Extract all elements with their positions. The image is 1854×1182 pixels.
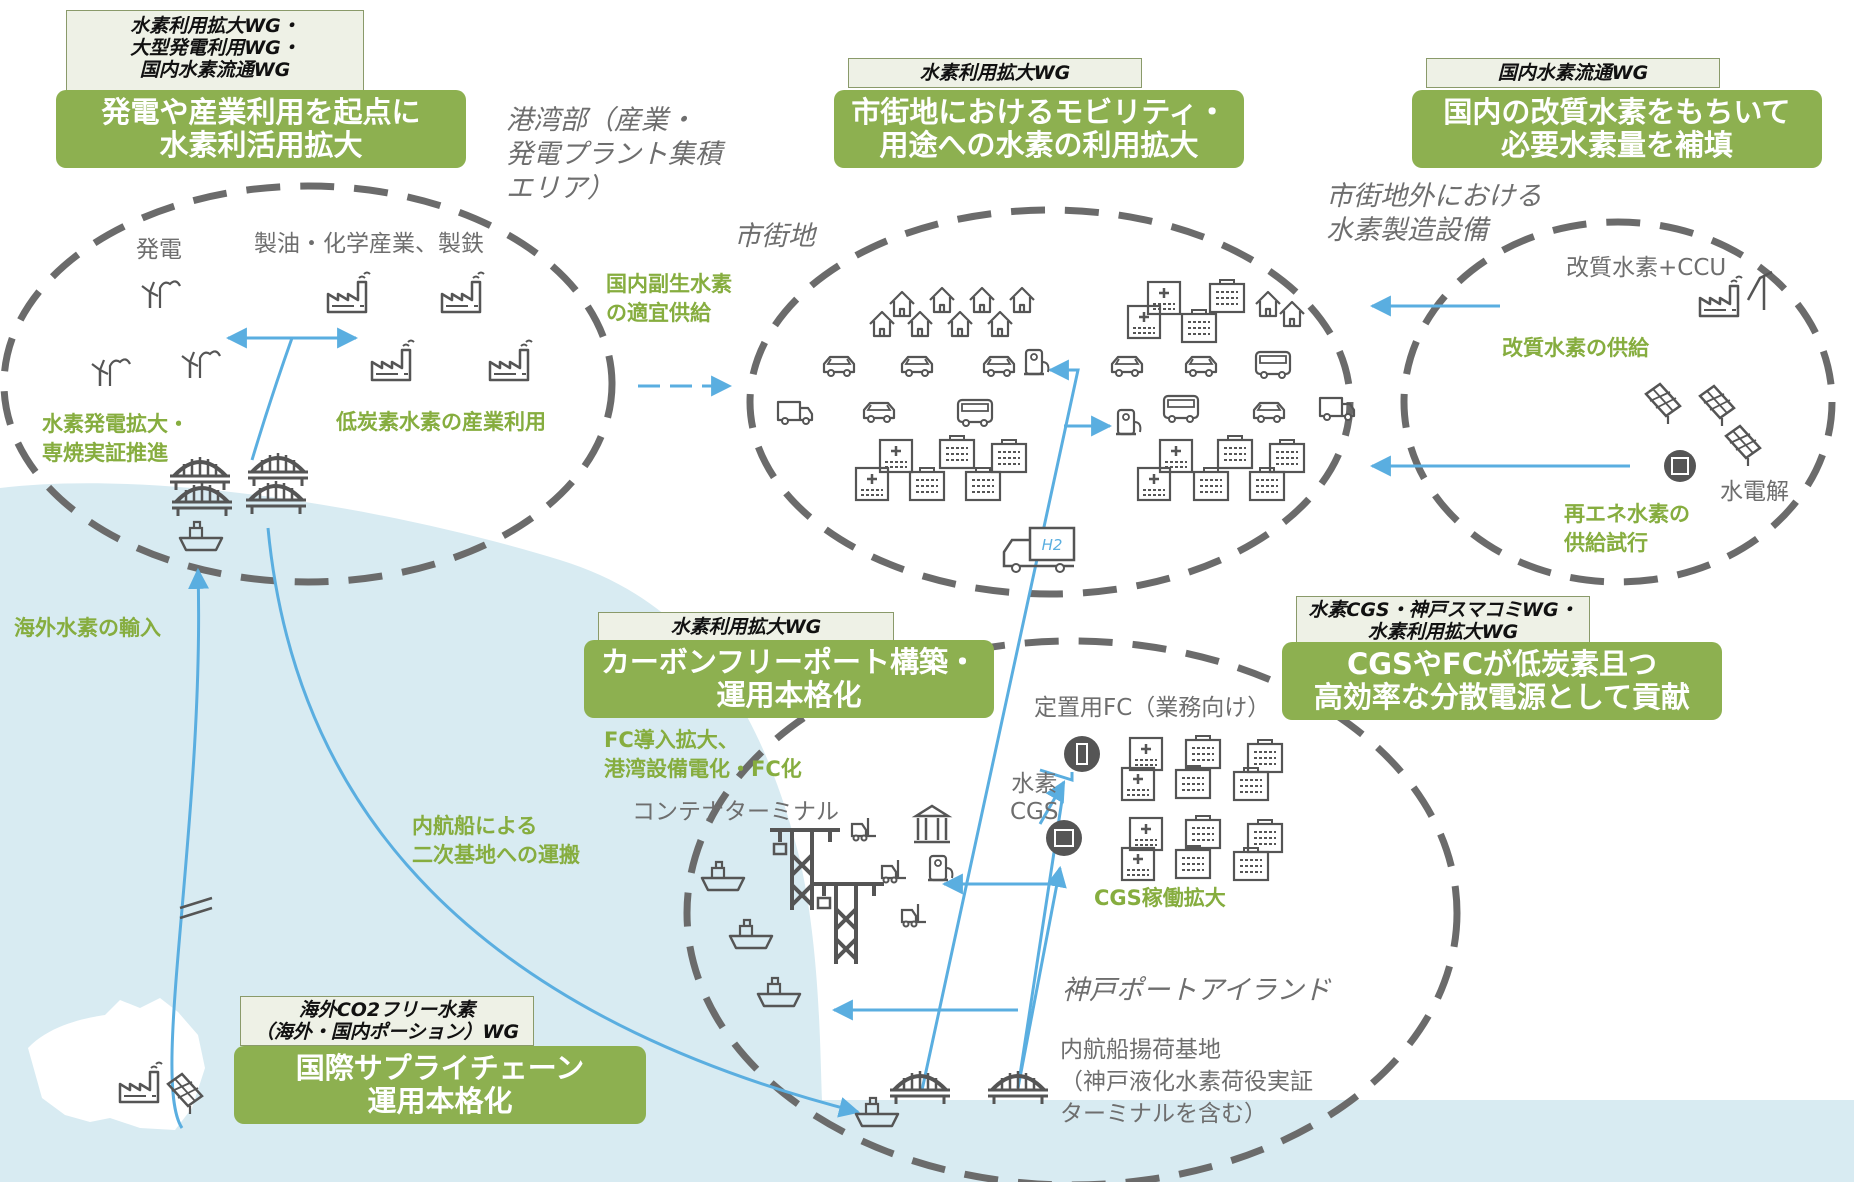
area-label-city: 市街地 (734, 221, 815, 252)
hydrogen-truck (1002, 526, 1076, 573)
outside-production-region (1400, 218, 1836, 586)
label-coastal-ship: 内航船による 二次基地への運搬 (412, 812, 580, 870)
label-fc-expansion: FC導入拡大、 港湾設備電化・FC化 (604, 726, 802, 784)
banner-line: 運用本格化 (716, 678, 862, 712)
island-icons (700, 734, 1284, 1128)
label-line: 水素発電拡大・ (42, 412, 189, 436)
label-byproduct-supply: 国内副生水素 の適宜供給 (606, 270, 732, 328)
flow-bridge-up (250, 337, 294, 461)
wg-tag-line: 大型発電利用WG・ (130, 37, 300, 59)
label-reformed-supply: 改質水素の供給 (1502, 336, 1649, 360)
production-icons (1644, 270, 1773, 482)
truck-h2-label: H2 (1042, 536, 1063, 554)
label-line: 水素 (1011, 771, 1058, 797)
label-h2-power: 水素発電拡大・ 専焼実証推進 (42, 410, 189, 468)
area-label-line: 港湾部（産業・ (506, 105, 695, 136)
label-line: CGS (1010, 799, 1059, 825)
banner-line: 運用本格化 (367, 1084, 513, 1118)
label-line: ターミナルを含む） (1060, 1101, 1267, 1127)
australia-shape (28, 998, 205, 1130)
banner-line: 必要水素量を補填 (1500, 128, 1733, 162)
arrow-fc (1038, 780, 1066, 825)
label-line: 専焼実証推進 (42, 441, 168, 465)
banner-supply-chain: 国際サプライチェーン 運用本格化 (234, 1046, 646, 1124)
banner-line: 水素利活用拡大 (159, 128, 363, 162)
label-line: FC導入拡大、 (604, 728, 739, 752)
arrow-to-city-station (920, 359, 1080, 1091)
label-unloading-base: 内航船揚荷基地 （神戸液化水素荷役実証 ターミナルを含む） (1060, 1034, 1313, 1130)
wg-tag-line: 海外CO2フリー水素 (298, 999, 476, 1021)
arrow-cgs-up (1016, 865, 1067, 1089)
wg-tag-line: 水素利用拡大WG・ (130, 15, 300, 37)
area-label-line: エリア） (506, 173, 614, 204)
label-power: 発電 (136, 237, 182, 263)
arrow-import (170, 567, 210, 1129)
wg-tag-mid-right: 水素CGS・神戸スマコミWG・ 水素利用拡大WG (1296, 596, 1590, 646)
label-stationary-fc: 定置用FC（業務向け） (1034, 695, 1271, 721)
label-line: 内航船による (412, 814, 538, 838)
wg-tag-line: 水素CGS・神戸スマコミWG・ (1308, 599, 1578, 621)
area-label-island: 神戸ポートアイランド (1062, 975, 1331, 1006)
wg-tag-line: 国内水素流通WG (139, 59, 291, 81)
label-container-terminal: コンテナターミナル (632, 799, 839, 825)
label-low-carbon-industry: 低炭素水素の産業利用 (336, 410, 546, 434)
arrow-to-fc (1039, 768, 1074, 783)
route-break (179, 896, 213, 920)
city-area-region (746, 206, 1354, 598)
banner-line: 市街地におけるモビリティ・ (851, 95, 1227, 129)
wg-tag-line: （海外・国内ポーション）WG (254, 1021, 520, 1043)
wg-tag-top-right: 国内水素流通WG (1426, 58, 1720, 88)
banner-line: 高効率な分散電源として貢献 (1313, 680, 1691, 714)
label-h2-cgs: 水素 CGS (1010, 770, 1058, 826)
banner-city-mobility: 市街地におけるモビリティ・ 用途への水素の利用拡大 (834, 90, 1244, 168)
wg-tag-line: 水素利用拡大WG (1367, 621, 1519, 643)
label-line: 供給試行 (1564, 531, 1648, 555)
area-label-outside: 市街地外における 水素製造設備 (1326, 180, 1542, 248)
label-industry: 製油・化学産業、製鉄 (254, 231, 484, 257)
banner-cgs-fc: CGSやFCが低炭素且つ 高効率な分散電源として貢献 (1282, 642, 1722, 720)
label-line: 内航船揚荷基地 (1060, 1037, 1221, 1063)
area-label-port: 港湾部（産業・ 発電プラント集積 エリア） (506, 104, 722, 206)
banner-line: 国際サプライチェーン (295, 1051, 585, 1085)
wg-tag-top-left: 水素利用拡大WG・ 大型発電利用WG・ 国内水素流通WG (66, 10, 364, 92)
city-icons (776, 278, 1356, 502)
port-island-region (683, 637, 1461, 1182)
arrow-coastal-ship (266, 527, 861, 1118)
area-label-line: 市街地外における (1326, 181, 1542, 212)
label-line: の適宜供給 (606, 301, 711, 325)
wg-tag-bottom-left: 海外CO2フリー水素 （海外・国内ポーション）WG (240, 996, 534, 1046)
area-label-line: 水素製造設備 (1326, 215, 1488, 246)
banner-line: 発電や産業利用を起点に (101, 95, 421, 129)
label-renewable-trial: 再エネ水素の 供給試行 (1564, 500, 1690, 558)
label-line: 国内副生水素 (606, 272, 732, 296)
label-line: 再エネ水素の (1564, 502, 1690, 526)
label-reformed-ccu: 改質水素+CCU (1566, 255, 1727, 281)
banner-power-industry: 発電や産業利用を起点に 水素利活用拡大 (56, 90, 466, 168)
area-label-line: 発電プラント集積 (506, 139, 722, 170)
banner-line: 国内の改質水素をもちいて (1443, 95, 1791, 129)
label-electrolysis: 水電解 (1720, 479, 1789, 505)
label-import: 海外水素の輸入 (14, 616, 161, 640)
banner-line: カーボンフリーポート構築・ (600, 645, 978, 679)
label-cgs-expansion: CGS稼働拡大 (1094, 886, 1226, 910)
banner-line: 用途への水素の利用拡大 (879, 128, 1199, 162)
label-line: 港湾設備電化・FC化 (604, 757, 802, 781)
banner-reformed-hydrogen: 国内の改質水素をもちいて 必要水素量を補填 (1412, 90, 1822, 168)
banner-line: CGSやFCが低炭素且つ (1346, 647, 1658, 681)
label-line: 二次基地への運搬 (412, 843, 580, 867)
label-line: （神戸液化水素荷役実証 (1060, 1069, 1313, 1095)
wg-tag-mid-center: 水素利用拡大WG (598, 612, 894, 642)
wg-tag-top-center: 水素利用拡大WG (848, 58, 1142, 88)
port-area-region (0, 182, 616, 586)
banner-carbon-free-port: カーボンフリーポート構築・ 運用本格化 (584, 640, 994, 718)
